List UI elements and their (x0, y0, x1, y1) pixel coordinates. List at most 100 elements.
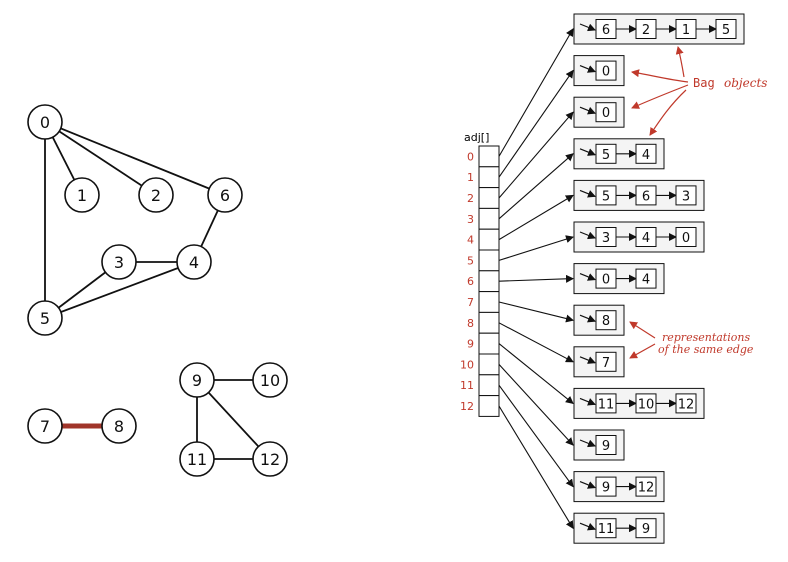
adj-array-cell (478, 374, 500, 397)
graph-vertex: 11 (179, 441, 215, 477)
graph-vertex-circle (207, 177, 243, 213)
annotations: Bag objects representations of the same … (629, 46, 767, 359)
bag-objects-annotation: Bag objects (631, 46, 767, 136)
graph-edge (196, 379, 271, 460)
bag-node-box (595, 351, 617, 372)
same-edge-callout-top (629, 321, 656, 339)
adj-index-label: 5 (467, 254, 474, 267)
adj-to-bag-pointer (498, 153, 574, 220)
bag-head-pointer (579, 65, 596, 73)
adj-array-cell (478, 166, 500, 189)
bag-head-pointer (579, 356, 596, 364)
bag-node-value: 7 (602, 356, 610, 371)
bag-object: 0 (573, 96, 625, 128)
adj-to-bag-pointer (498, 405, 574, 530)
bag-node-box (595, 310, 617, 331)
bag-node-value: 9 (602, 439, 610, 454)
graph-vertex-label: 11 (187, 450, 207, 469)
bag-objects-label: objects (724, 76, 767, 90)
bag-word: Bag (693, 76, 715, 90)
graph-vertex-circle (252, 441, 288, 477)
bag-node-value: 2 (642, 23, 650, 38)
graph-vertex: 7 (27, 408, 63, 444)
bag-node-box (675, 185, 697, 206)
graph-vertex-label: 2 (151, 186, 161, 205)
graph-vertex: 6 (207, 177, 243, 213)
bag-object: 9 (573, 429, 625, 461)
adj-array-cell (478, 332, 500, 355)
bag-head-pointer (579, 148, 596, 156)
bag-head-pointer (579, 397, 596, 406)
graph-edge (44, 121, 226, 196)
bag-node-value: 4 (642, 231, 650, 246)
adj-index-label: 4 (467, 234, 474, 247)
bag-object: 11 9 (573, 512, 665, 544)
graph-vertex-circle (27, 104, 63, 140)
bag-object: 9 12 (573, 471, 665, 503)
graph-vertex: 8 (101, 408, 137, 444)
adj-array-cells (478, 145, 500, 417)
bag-node-box (595, 102, 617, 123)
adj-array-cell (478, 353, 500, 376)
bag-node-value: 0 (602, 273, 610, 288)
graph-edges (44, 121, 271, 460)
graph-vertex-circle (138, 177, 174, 213)
bag-node-box (595, 60, 617, 81)
bag-node-value: 12 (638, 481, 655, 496)
graph-edge (44, 261, 195, 319)
representations-label-line2: of the same edge (658, 343, 754, 356)
bag-head-pointer (579, 273, 596, 281)
adj-array-cell (478, 270, 500, 293)
adj-array-cell (478, 187, 500, 209)
adj-to-bag-pointer (498, 322, 574, 363)
graph-vertex-label: 10 (260, 371, 280, 390)
adj-index-label: 6 (467, 275, 474, 288)
bag-node-value: 0 (682, 231, 690, 246)
graph-vertex-circle (179, 441, 215, 477)
graph-vertex: 10 (252, 362, 288, 398)
adj-to-bag-pointer (498, 364, 574, 446)
graph-vertex-label: 5 (40, 309, 50, 328)
adj-array-cell (478, 228, 500, 251)
graph-vertex-circle (252, 362, 288, 398)
adj-index-label: 1 (467, 171, 474, 184)
adj-to-bag-pointer (498, 274, 574, 283)
bag-node-value: 4 (642, 148, 650, 163)
bag-node-box (635, 268, 657, 289)
bag-node-value: 12 (678, 397, 695, 412)
adj-index-label: 10 (460, 358, 474, 371)
graph-vertex: 12 (252, 441, 288, 477)
bag-node-value: 5 (722, 23, 730, 38)
bag-object: 7 (573, 346, 625, 378)
bag-node-value: 1 (682, 23, 690, 38)
bag-node-value: 11 (598, 522, 615, 537)
graph-vertex: 9 (179, 362, 215, 398)
bag-node-box (635, 518, 657, 539)
bag-node-value: 9 (642, 522, 650, 537)
adj-array-cell (478, 249, 500, 272)
graph-vertex-circle (64, 177, 100, 213)
graph-vertex-circle (27, 408, 63, 444)
bag-head-pointer (579, 439, 596, 448)
bag-callout-arrow (631, 69, 689, 83)
bag-head-pointer (579, 481, 596, 489)
bag-head-pointer (579, 231, 596, 240)
graph-vertex-label: 12 (260, 450, 280, 469)
adj-array-cell (478, 395, 500, 417)
bag-callout-arrow (631, 84, 689, 109)
bag-callout-arrow (649, 89, 687, 136)
bag-node-value: 9 (602, 481, 610, 496)
adj-to-bag-pointer (498, 301, 574, 323)
adj-to-bag-pointer (498, 343, 574, 405)
bag-object: 0 (573, 55, 625, 87)
bag-head-pointer (579, 189, 596, 198)
